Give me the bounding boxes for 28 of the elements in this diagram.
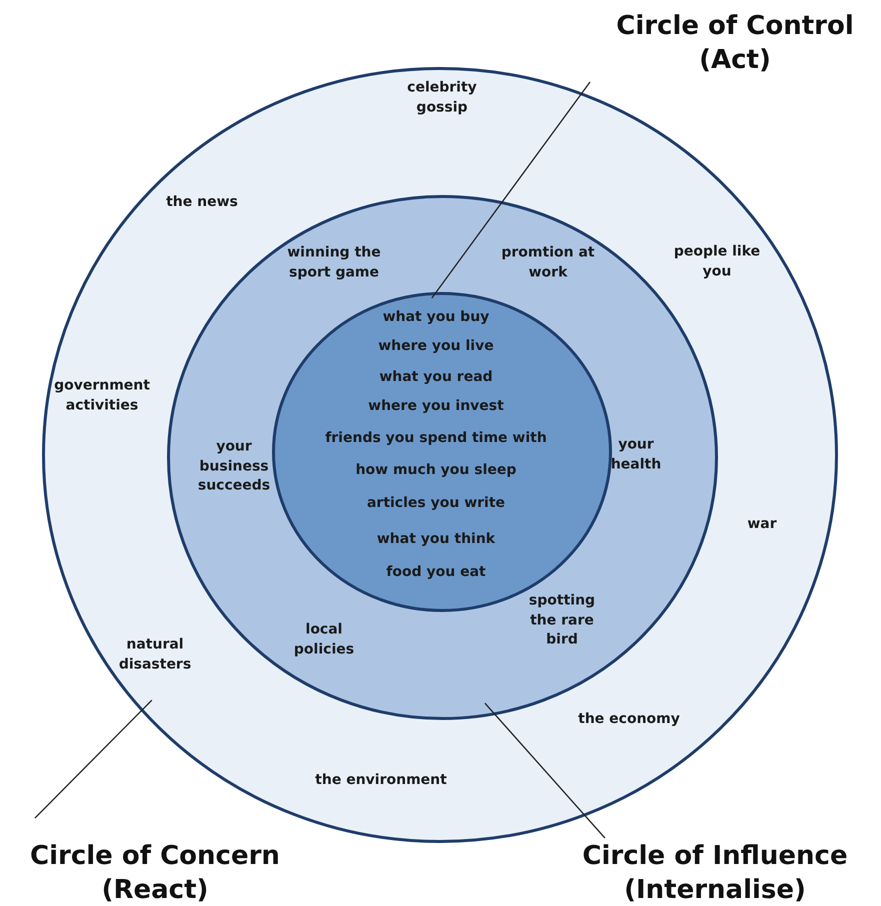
item-text: promtion at work xyxy=(500,243,596,282)
item-text: natural disasters xyxy=(118,635,192,674)
item-text: your business succeeds xyxy=(196,438,272,496)
item-text: food you eat xyxy=(385,563,487,582)
item-text: local policies xyxy=(292,620,356,659)
item-text: how much you sleep xyxy=(354,461,518,480)
item-text: war xyxy=(746,515,778,534)
item-text: spotting the rare bird xyxy=(528,592,596,650)
circle-title: Circle of Influence (Internalise) xyxy=(581,840,849,906)
item-text: government activities xyxy=(53,376,151,415)
item-text: the economy xyxy=(577,710,681,730)
item-text: winning the sport game xyxy=(286,243,382,282)
item-text: where you live xyxy=(377,337,495,356)
item-text: your health xyxy=(610,435,662,474)
leader-line xyxy=(484,702,606,838)
item-text: celebrity gossip xyxy=(406,78,478,117)
circle-title: Circle of Control (Act) xyxy=(615,10,855,77)
item-text: articles you write xyxy=(366,494,506,514)
item-text: the news xyxy=(165,193,239,212)
item-text: people like you xyxy=(672,242,762,281)
item-text: where you invest xyxy=(367,397,505,416)
circle-title: Circle of Concern (React) xyxy=(29,840,281,906)
item-text: what you read xyxy=(378,368,494,388)
leader-line xyxy=(34,700,152,818)
item-text: the environment xyxy=(314,771,448,790)
item-text: what you buy xyxy=(382,308,490,328)
item-text: what you think xyxy=(376,530,496,550)
item-text: friends you spend time with xyxy=(324,429,548,448)
